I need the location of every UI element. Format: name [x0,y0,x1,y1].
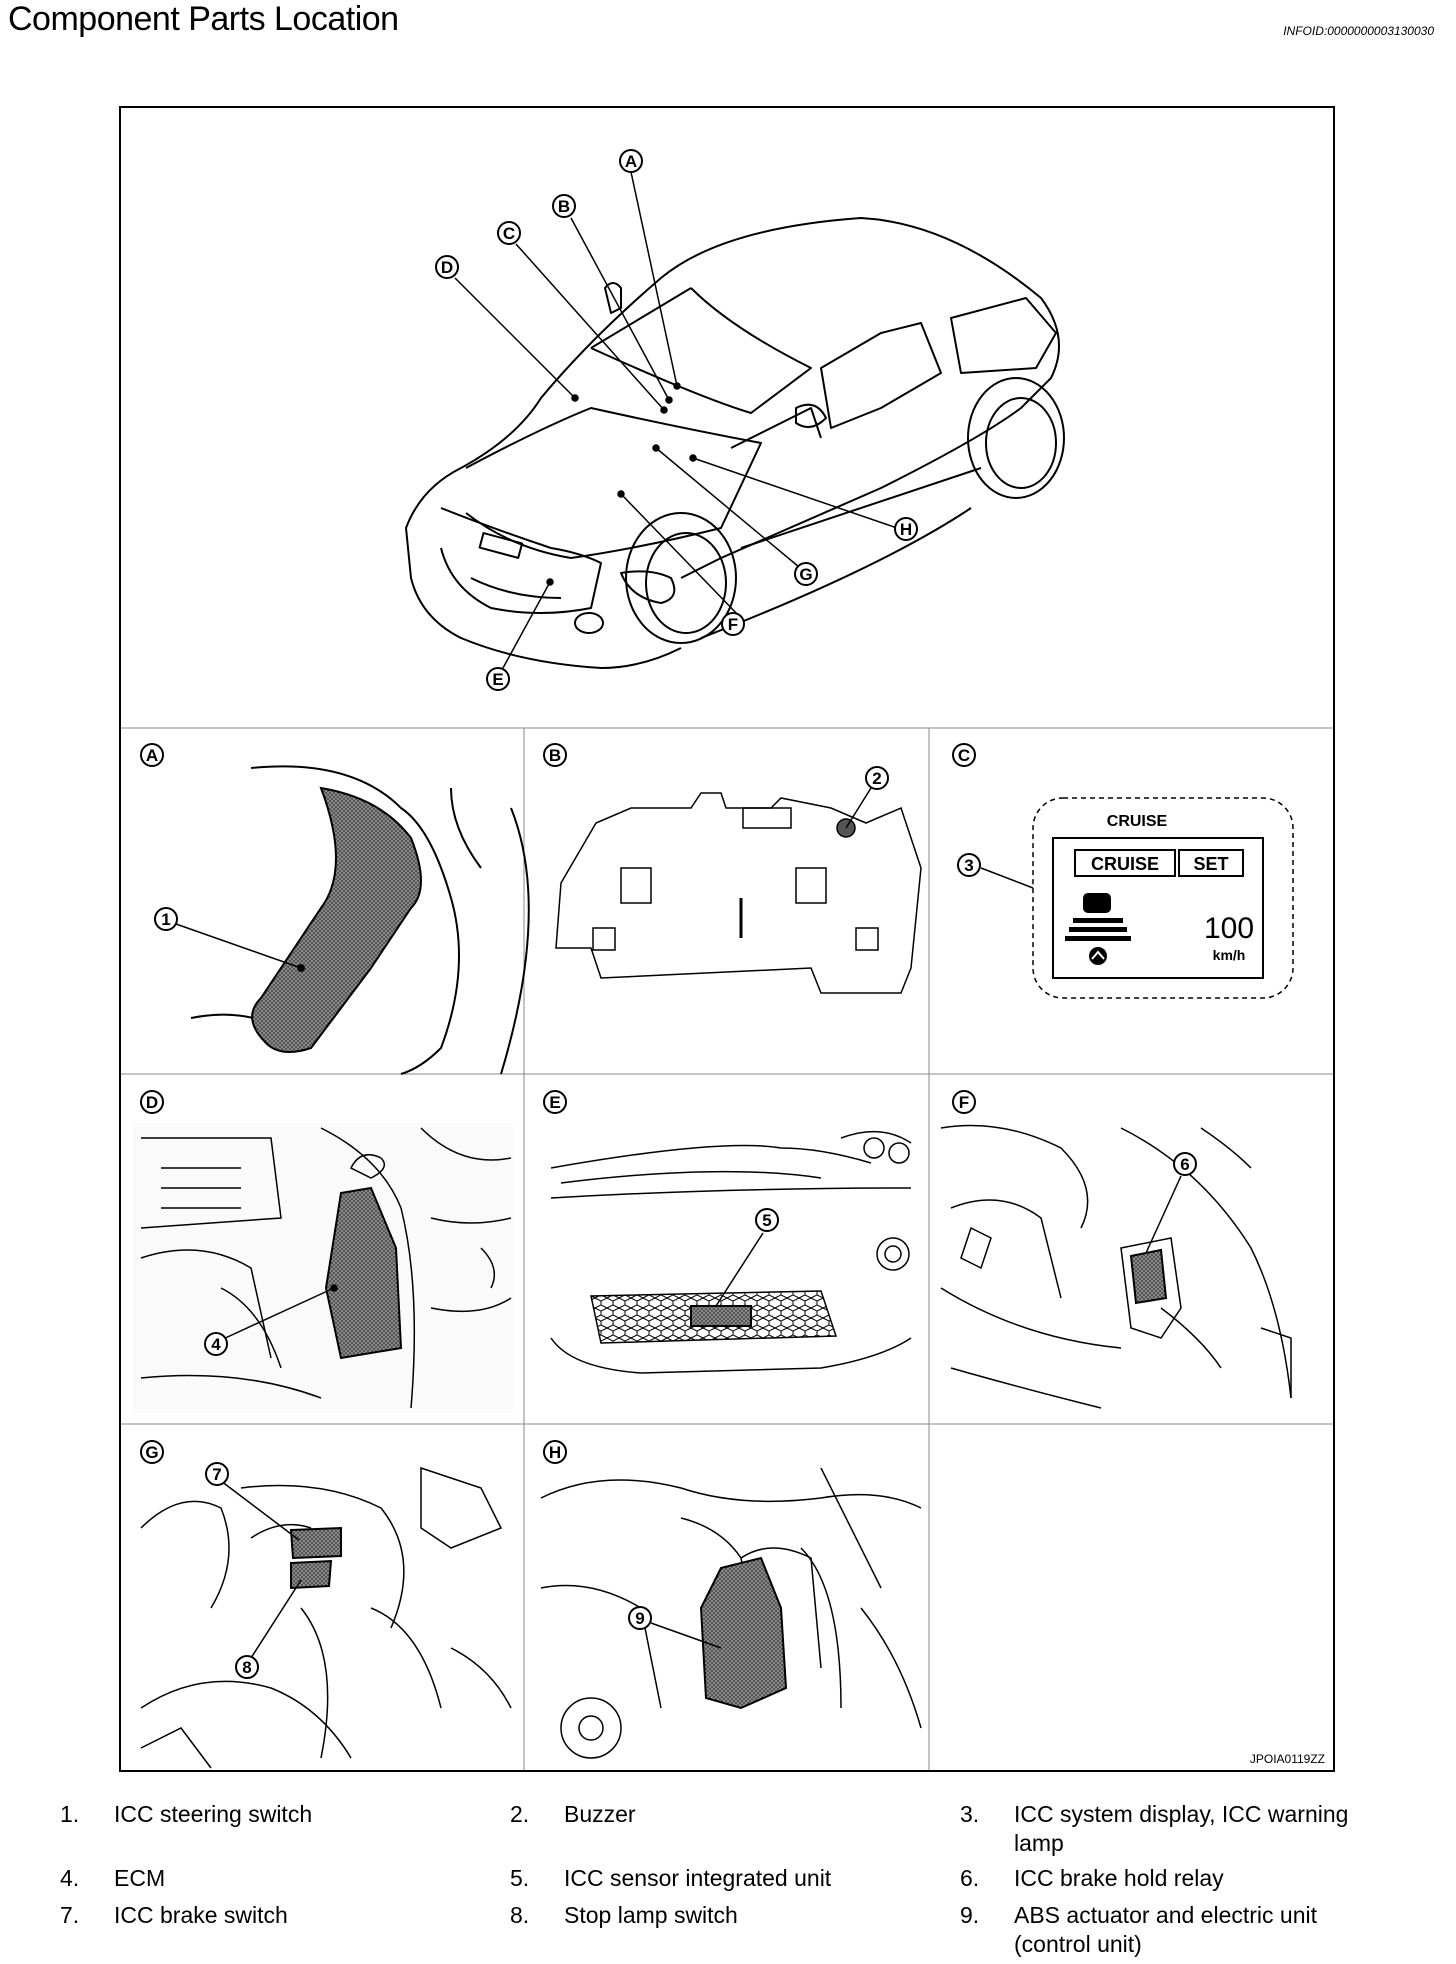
component-location-figure: A B C D E F G [119,106,1335,1772]
svg-text:H: H [549,1443,561,1462]
callout-a: A [619,149,643,173]
panel-b-letter: B [543,743,567,767]
callout-b-label: B [558,197,570,216]
callout-h: H [894,517,918,541]
callout-6: 6 [1173,1152,1197,1176]
callout-4: 4 [204,1332,228,1356]
legend-text: ICC brake hold relay [1014,1865,1224,1891]
panel-f-relay [940,1124,1292,1409]
overview-callouts: A B C D E F G [435,149,918,691]
display-unit: km/h [1213,947,1246,963]
legend-text: ICC steering switch [114,1801,313,1827]
callout-f: F [721,612,745,636]
legend-text: ICC system display, ICC warning lamp [1014,1801,1349,1856]
legend-num: 3. [960,1801,980,1827]
legend-num: 1. [60,1801,80,1827]
callout-b: B [552,194,576,218]
legend-num: 4. [60,1865,80,1891]
legend-num: 2. [510,1801,530,1827]
display-set-label: SET [1193,854,1228,874]
callout-e-label: E [492,670,503,689]
callout-9: 9 [628,1606,652,1630]
callout-g-label: G [799,565,812,584]
svg-text:4: 4 [211,1335,221,1354]
panel-h-letter: H [543,1440,567,1464]
callout-8: 8 [235,1655,259,1679]
display-speed: 100 [1204,912,1254,945]
legend-text: ICC sensor integrated unit [564,1865,832,1891]
figure-code: JPOIA0119ZZ [1249,1752,1325,1766]
panel-d-letter: D [140,1090,164,1114]
callout-g: G [794,562,818,586]
callout-c: C [497,221,521,245]
legend-num: 7. [60,1902,80,1928]
page-title: Component Parts Location [8,0,399,38]
panel-e-letter: E [543,1090,567,1114]
svg-text:7: 7 [212,1465,221,1484]
svg-text:B: B [549,746,561,765]
svg-text:1: 1 [161,910,170,929]
svg-text:2: 2 [872,769,881,788]
panel-c-letter: C [952,743,976,767]
panel-g-switches [140,1466,512,1769]
legend-text: Buzzer [564,1801,636,1827]
car-distance-icon [1065,893,1131,965]
svg-text:3: 3 [964,856,973,875]
callout-f-label: F [728,615,738,634]
legend-text: ECM [114,1865,166,1891]
panel-c-display: CRUISE CRUISE SET 100 km/h [980,797,1294,999]
panel-d-ecm [133,1123,513,1413]
legend-num: 5. [510,1865,530,1891]
display-cruise-label: CRUISE [1091,854,1159,874]
svg-text:6: 6 [1180,1155,1189,1174]
legend-num: 8. [510,1902,530,1928]
svg-text:8: 8 [242,1658,251,1677]
callout-3: 3 [957,853,981,877]
overview-leaders [454,171,898,669]
callout-a-label: A [625,152,637,171]
panel-f-letter: F [952,1090,976,1114]
panel-a-steering-switch [175,765,530,1075]
svg-text:G: G [145,1443,158,1462]
svg-text:C: C [958,746,970,765]
panel-a-letter: A [140,743,164,767]
callout-d-label: D [441,258,453,277]
callout-5: 5 [755,1208,779,1232]
callout-d: D [435,255,459,279]
svg-text:5: 5 [762,1211,771,1230]
svg-text:A: A [146,746,158,765]
figure-drawing: A B C D E F G [121,149,1333,1770]
panel-h-abs [540,1467,922,1759]
callout-c-label: C [503,224,515,243]
panel-g-letter: G [140,1440,164,1464]
display-header: CRUISE [1107,813,1168,830]
car-overview [405,217,1065,669]
legend-text: Stop lamp switch [564,1902,738,1928]
legend-num: 9. [960,1902,980,1928]
svg-text:9: 9 [635,1609,644,1628]
svg-text:F: F [959,1093,969,1112]
panel-letters: A B C D E F G H [140,743,976,1464]
panel-grid [121,727,1333,1770]
callout-e: E [486,667,510,691]
svg-text:E: E [549,1093,560,1112]
callout-1: 1 [154,907,178,931]
callout-7: 7 [205,1462,229,1486]
callout-h-label: H [900,520,912,539]
legend-num: 6. [960,1865,980,1891]
panel-e-sensor [550,1130,912,1374]
panel-b-buzzer [555,787,922,994]
info-id: INFOID:0000000003130030 [1283,24,1434,38]
callout-2: 2 [865,766,889,790]
svg-text:D: D [146,1093,158,1112]
legend-text: ABS actuator and electric unit (control … [1014,1902,1317,1957]
legend-text: ICC brake switch [114,1902,288,1928]
